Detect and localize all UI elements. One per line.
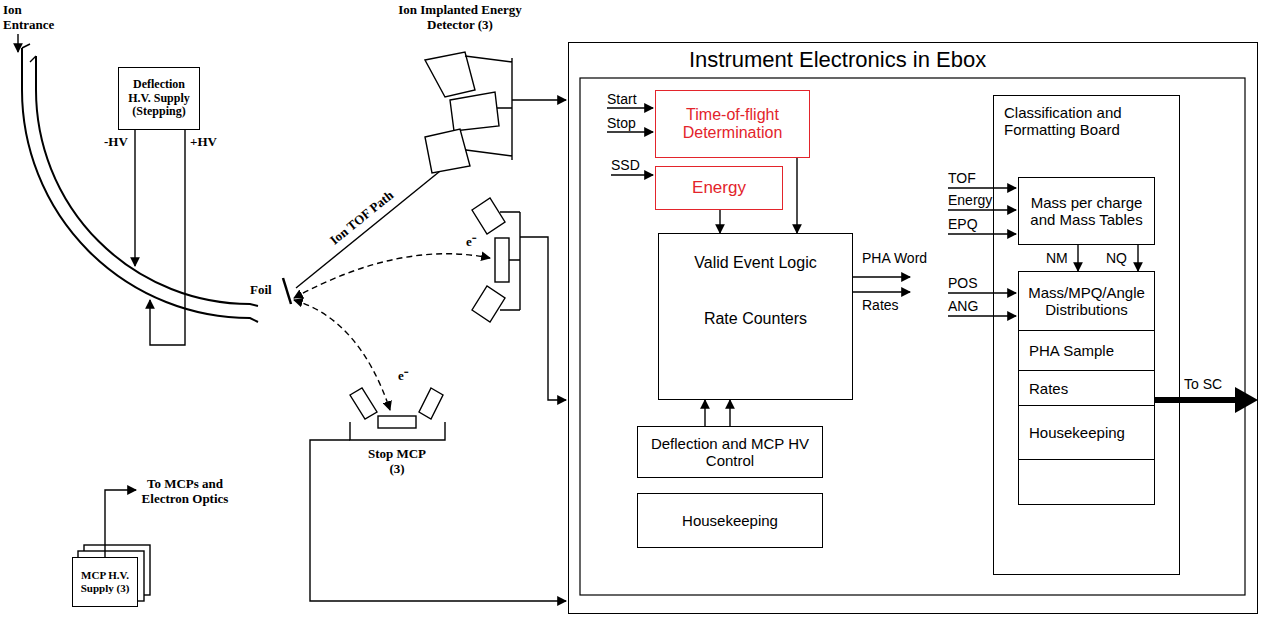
box-label: Classification and Formatting Board [1004,104,1169,138]
signal-name: POS [948,275,978,291]
electron-label: e⁻ [466,234,476,249]
connector-arrow [1137,245,1138,271]
box-body: Rate Counters [704,310,807,328]
control-box: Deflection and MCP HV Control [637,426,823,478]
box-label: Rates [1029,380,1068,397]
power-supply-box: MCP H.V. Supply (3) [72,557,138,607]
signal-name: Start [607,91,637,107]
box-label: Time-of-flight Determination [661,106,804,142]
process-box: Housekeeping [637,493,823,548]
distribution-box: Mass/MPQ/Angle DistributionsPHA SampleRa… [1018,271,1155,505]
signal-name: PHA Word [862,250,927,266]
signal-name: EPQ [948,216,978,232]
part-label: Stop MCP (3) [362,446,432,476]
part-label: Ion Implanted Energy Detector (3) [395,2,525,32]
electron-label: e⁻ [398,368,408,383]
voltage-label: +HV [190,134,217,149]
edge-label: NQ [1106,250,1127,266]
box-label: Energy [692,178,746,198]
entrance-label: Ion Entrance [3,2,65,32]
output-band: PHA Sample [1019,330,1154,370]
box-label: Valid Event Logic [694,254,816,272]
connector-arrow [719,210,720,233]
board-box: Classification and Formatting BoardMass … [993,95,1180,575]
electronics-box: Instrument Electronics in EboxTime-of-fl… [568,42,1258,614]
output-band: Rates [1019,370,1154,405]
process-box: Time-of-flight Determination [655,90,810,158]
table-box: Mass per charge and Mass Tables [1018,177,1155,245]
box-label: Instrument Electronics in Ebox [689,47,1257,73]
connector-arrow [729,400,730,426]
box-label: Deflection H.V. Supply (Stepping) [124,78,194,119]
connector-arrow [796,158,797,233]
box-label: Deflection and MCP HV Control [643,435,817,469]
output-band: Housekeeping [1019,405,1154,460]
signal-name: TOF [948,170,976,186]
path-label: Ion TOF Path [327,187,396,247]
box-label: MCP H.V. Supply (3) [78,569,132,594]
voltage-label: -HV [104,134,128,149]
box-label: Mass per charge and Mass Tables [1024,194,1149,228]
part-label: Foil [250,282,272,297]
box-label: Mass/MPQ/Angle Distributions [1023,284,1150,318]
logic-box: Valid Event LogicRate Counters [658,233,853,400]
signal-name: Stop [607,115,636,131]
box-label: Housekeeping [682,512,778,529]
edge-label: NM [1046,250,1068,266]
signal-name: To SC [1184,376,1222,392]
power-supply-box: Deflection H.V. Supply (Stepping) [118,67,200,130]
signal-name: Rates [862,297,899,313]
signal-name: ANG [948,298,978,314]
connector-arrow [1077,245,1078,271]
box-label: Housekeeping [1029,424,1125,441]
note-label: To MCPs and Electron Optics [140,476,230,506]
process-box: Energy [655,166,783,210]
connector-arrow [704,400,705,426]
signal-name: SSD [611,157,640,173]
box-label: PHA Sample [1029,342,1114,359]
signal-name: Energy [948,192,992,208]
